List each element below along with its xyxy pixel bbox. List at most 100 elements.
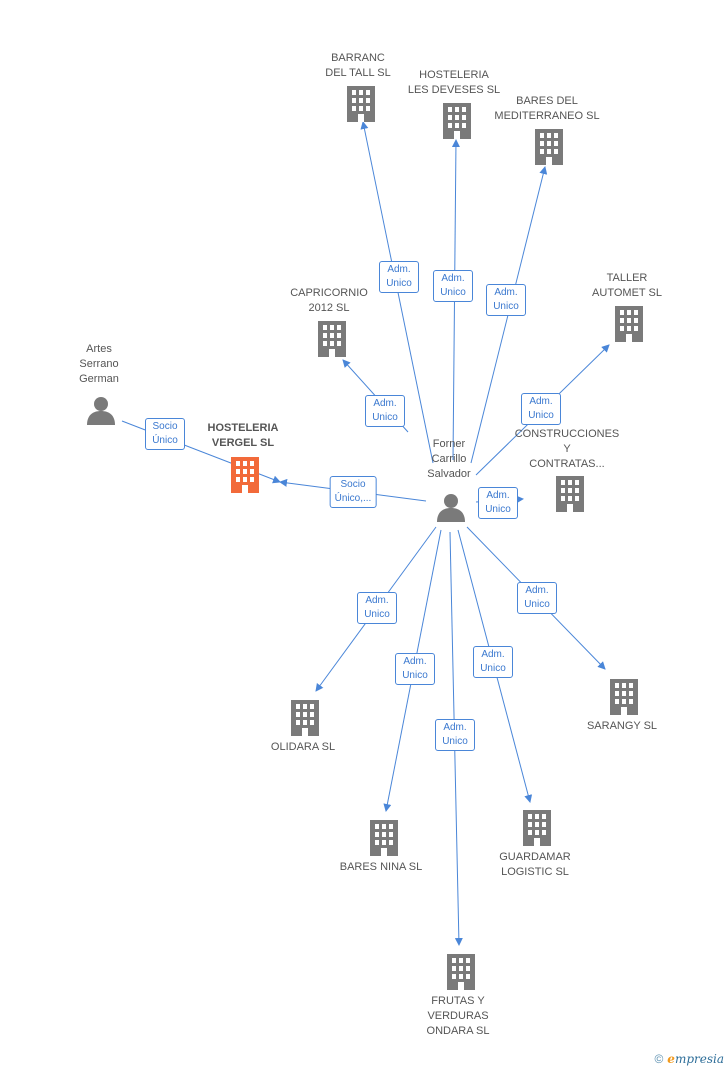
person-icon-forner[interactable] <box>437 494 465 522</box>
edge-label-line: Adm. <box>494 287 518 298</box>
building-icon-bares-nina[interactable] <box>370 820 398 856</box>
node-label-line: BARRANC <box>331 52 385 64</box>
building-icon-guardamar[interactable] <box>523 810 551 846</box>
node-label-bares-nina[interactable]: BARES NINA SL <box>340 860 423 875</box>
building-icon-capricornio[interactable] <box>318 321 346 357</box>
node-label-line: OLIDARA SL <box>270 741 336 753</box>
node-label-sarangy[interactable]: SARANGY SL <box>587 719 657 734</box>
edge-label-line: Adm. <box>481 649 505 660</box>
building-icon-hosteleria-vergel[interactable] <box>231 457 259 493</box>
node-label-frutas[interactable]: FRUTAS Y VERDURAS ONDARA SL <box>427 994 490 1039</box>
edge-label-forner-to-capricornio[interactable]: Adm. Unico <box>365 395 405 427</box>
edge-label-line: Unico <box>440 287 466 298</box>
node-label-line: MEDITERRANEO SL <box>494 110 600 122</box>
building-icon-olidara[interactable] <box>291 700 319 736</box>
node-label-construcciones[interactable]: CONSTRUCCIONES Y CONTRATAS... <box>515 427 620 472</box>
building-icon-hosteleria-deveses[interactable] <box>443 103 471 139</box>
edge-label-forner-to-bares-mediterraneo[interactable]: Adm.Unico <box>486 284 526 316</box>
edge-label-line: Adm. <box>441 273 465 284</box>
edge-label-line: Unico <box>372 412 398 423</box>
brand-rest: mpresia <box>674 1052 724 1066</box>
copyright-symbol: © <box>654 1052 664 1066</box>
node-label-bares-mediterraneo[interactable]: BARES DEL MEDITERRANEO SL <box>494 94 599 124</box>
node-label-line: 2012 SL <box>308 302 350 314</box>
edge-label-forner-to-bares-nina[interactable]: Adm. Unico <box>395 653 435 685</box>
node-label-line: Serrano <box>79 358 119 370</box>
node-label-hosteleria-vergel[interactable]: HOSTELERIA VERGEL SL <box>208 421 279 451</box>
edge-label-line: Adm. <box>525 585 549 596</box>
node-label-line: Artes <box>86 343 112 355</box>
building-icon-taller-automet[interactable] <box>615 306 643 342</box>
edge-label-line: Adm. <box>486 490 510 501</box>
node-label-line: Y <box>563 443 571 455</box>
building-icon-bares-mediterraneo[interactable] <box>535 129 563 165</box>
edge-label-line: Socio <box>152 421 178 432</box>
node-label-hosteleria-deveses[interactable]: HOSTELERIA LES DEVESES SL <box>408 68 500 98</box>
node-label-line: VERDURAS <box>427 1010 489 1022</box>
edge-label-forner-to-olidara[interactable]: Adm. Unico <box>357 592 397 624</box>
node-label-line: BARES DEL <box>516 95 578 107</box>
node-label-line: Salvador <box>427 468 471 480</box>
edge-label-line: Unico <box>524 599 550 610</box>
edge-label-line: Adm. <box>365 595 389 606</box>
edge-label-forner-to-barranc[interactable]: Adm. Unico <box>379 261 419 293</box>
edge-label-line: Unico <box>402 670 428 681</box>
building-icon-sarangy[interactable] <box>610 679 638 715</box>
person-icon-artes[interactable] <box>87 397 115 425</box>
node-label-line: VERGEL SL <box>211 437 275 449</box>
brand-initial: e <box>667 1052 675 1066</box>
footer: © empresia <box>654 1052 724 1066</box>
node-label-olidara[interactable]: OLIDARA SL <box>271 740 335 755</box>
node-label-line: Carrillo <box>431 453 467 465</box>
node-label-line: CAPRICORNIO <box>290 287 368 299</box>
node-label-line: LES DEVESES SL <box>407 84 501 96</box>
building-icon-construcciones[interactable] <box>556 476 584 512</box>
edge-label-line: Unico <box>480 663 506 674</box>
node-label-line: LOGISTIC SL <box>501 866 569 878</box>
edge-label-line: Único <box>152 435 178 446</box>
edge-label-forner-to-frutas[interactable]: Adm. Unico <box>435 719 475 751</box>
node-label-line: TALLER <box>606 272 648 284</box>
node-label-line: SARANGY SL <box>586 720 658 732</box>
edge-label-line: Unico <box>528 410 554 421</box>
node-label-line: HOSTELERIA <box>419 69 489 81</box>
edge-label-line: Unico <box>442 736 468 747</box>
edge-label-line: Adm. <box>387 264 411 275</box>
edge-label-forner-to-construcciones[interactable]: Adm. Unico <box>478 487 518 519</box>
edge-label-line: Unico <box>364 609 390 620</box>
node-label-line: BARES NINA SL <box>339 861 423 873</box>
edge-label-forner-to-sarangy[interactable]: Adm. Unico <box>517 582 557 614</box>
node-label-line: DEL TALL SL <box>325 67 391 79</box>
building-icon-frutas[interactable] <box>447 954 475 990</box>
node-label-line: CONTRATAS... <box>529 458 605 470</box>
edge-label-line: Único,... <box>334 493 372 504</box>
edge-label-line: Adm. <box>529 396 553 407</box>
empresia-logo[interactable]: empresia <box>667 1052 724 1066</box>
edge-label-forner-to-taller-automet[interactable]: Adm. Unico <box>521 393 561 425</box>
edge-label-line: Unico <box>485 504 511 515</box>
node-label-line: CONSTRUCCIONES <box>514 428 620 440</box>
edge-label-line: Socio <box>340 479 366 490</box>
edge-label-forner-to-guardamar[interactable]: Adm. Unico <box>473 646 513 678</box>
node-label-line: HOSTELERIA <box>207 422 279 434</box>
node-label-line: AUTOMET SL <box>592 287 662 299</box>
node-label-line: German <box>79 373 119 385</box>
building-icon-barranc[interactable] <box>347 86 375 122</box>
node-label-line: ONDARA SL <box>426 1025 490 1037</box>
edge-label-line: Unico <box>386 278 412 289</box>
node-label-line: Forner <box>432 438 466 450</box>
node-label-capricornio[interactable]: CAPRICORNIO 2012 SL <box>290 286 368 316</box>
edge-label-line: Adm. <box>443 722 467 733</box>
edge-label-line: Adm. <box>373 398 397 409</box>
node-label-line: FRUTAS Y <box>431 995 485 1007</box>
edge-label-forner-to-hosteleria-deveses[interactable]: Adm. Unico <box>433 270 473 302</box>
node-label-taller-automet[interactable]: TALLER AUTOMET SL <box>592 271 662 301</box>
edge-label-line: Adm. <box>403 656 427 667</box>
node-label-barranc[interactable]: BARRANC DEL TALL SL <box>325 51 390 81</box>
